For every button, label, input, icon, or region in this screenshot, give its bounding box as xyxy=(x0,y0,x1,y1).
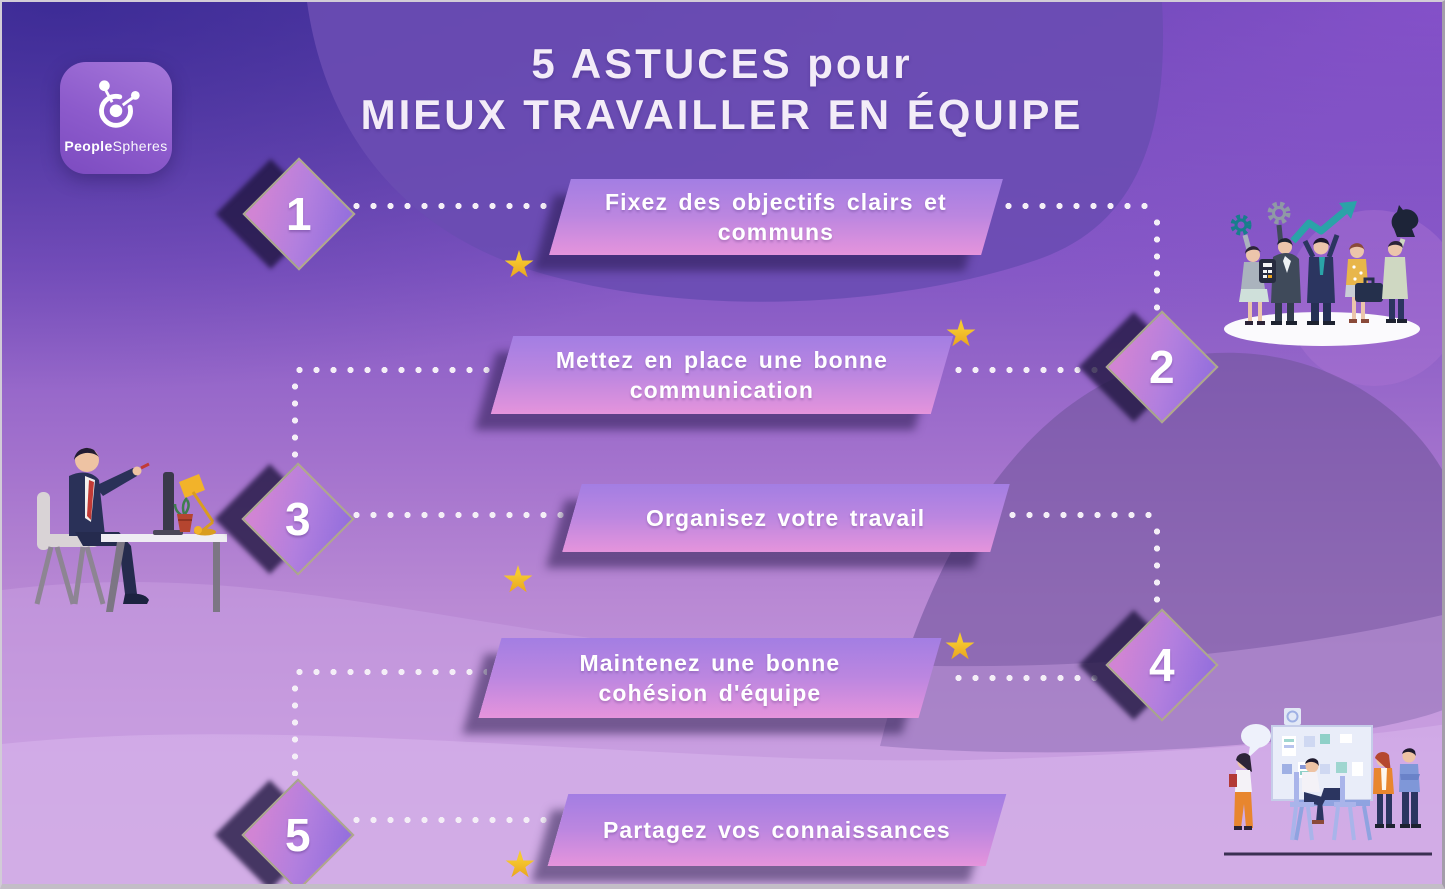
step-2-number: 2 xyxy=(1149,341,1175,393)
step-3-number: 3 xyxy=(285,493,311,545)
team-meeting-board-illustration xyxy=(1224,708,1432,856)
logo-wordmark: PeopleSpheres xyxy=(64,138,167,154)
step-5-label: Partagez vos connaissances xyxy=(603,816,951,843)
dotted-connector xyxy=(291,668,487,676)
team-achievements-illustration xyxy=(1224,201,1420,346)
dotted-connector xyxy=(1004,511,1156,519)
step-4-banner: Maintenez une bonne cohésion d'équipe xyxy=(478,638,942,718)
dotted-connector xyxy=(348,202,550,210)
dotted-connector xyxy=(291,680,299,776)
step-3-label: Organisez votre travail xyxy=(646,504,926,531)
step-5-banner: Partagez vos connaissances xyxy=(547,794,1007,866)
step-5-number: 5 xyxy=(285,809,311,861)
dotted-connector xyxy=(348,816,556,824)
title-line-2: MIEUX TRAVAILLER EN ÉQUIPE xyxy=(360,91,1084,139)
dotted-connector xyxy=(1153,523,1161,609)
step-4-label: Maintenez une bonne cohésion d'équipe xyxy=(579,649,841,706)
step-1-number: 1 xyxy=(286,188,312,240)
step-1-banner: Fixez des objectifs clairs et communs xyxy=(549,179,1003,255)
logo-word-spheres: Spheres xyxy=(112,138,168,154)
dotted-connector xyxy=(291,378,299,464)
peoplespheres-logo: PeopleSpheres xyxy=(60,62,172,174)
step-3-banner: Organisez votre travail xyxy=(562,484,1010,552)
molecule-network-icon xyxy=(99,80,140,128)
step-2-label: Mettez en place une bonne communication xyxy=(555,346,889,403)
dotted-connector xyxy=(1153,214,1161,312)
step-1-label: Fixez des objectifs clairs et communs xyxy=(605,188,947,245)
dotted-connector xyxy=(1000,202,1156,210)
man-working-at-desk-illustration xyxy=(34,447,227,612)
page-title: 5 ASTUCES pour MIEUX TRAVAILLER EN ÉQUIP… xyxy=(2,38,1442,140)
dotted-connector xyxy=(348,511,570,519)
dotted-connector xyxy=(291,366,499,374)
step-2-banner: Mettez en place une bonne communication xyxy=(490,336,954,414)
logo-word-people: People xyxy=(64,138,113,154)
title-line-1: 5 ASTUCES pour xyxy=(531,40,913,87)
step-4-number: 4 xyxy=(1149,639,1175,691)
dotted-connector xyxy=(950,674,1102,682)
dotted-connector xyxy=(950,366,1102,374)
